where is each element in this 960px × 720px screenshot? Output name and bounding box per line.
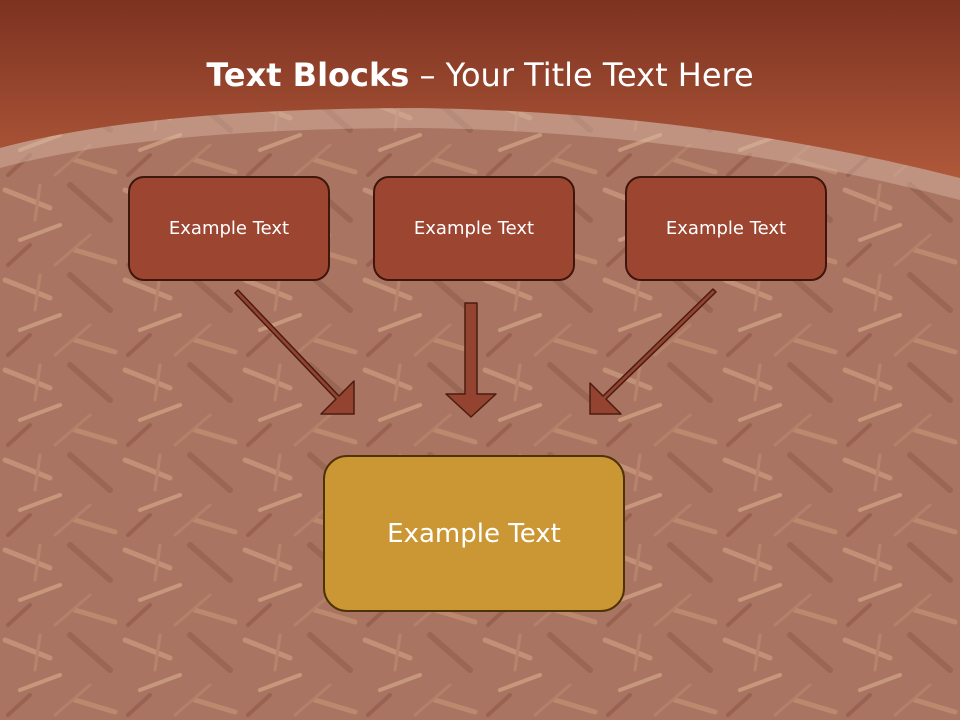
text-block-3[interactable]: Example Text (625, 176, 827, 281)
title-separator: – (409, 56, 446, 94)
text-block-1[interactable]: Example Text (128, 176, 330, 281)
title-bold: Text Blocks (206, 56, 410, 94)
arrow-right (589, 288, 717, 415)
text-block-1-label: Example Text (168, 218, 290, 239)
target-block-label: Example Text (387, 518, 561, 549)
slide-title: Text Blocks – Your Title Text Here (0, 55, 960, 95)
title-rest: Your Title Text Here (445, 56, 754, 94)
arrow-left (234, 289, 355, 415)
text-block-3-label: Example Text (665, 218, 787, 239)
text-block-2[interactable]: Example Text (373, 176, 575, 281)
target-block[interactable]: Example Text (323, 455, 625, 612)
text-block-2-label: Example Text (413, 218, 535, 239)
arrow-center (445, 302, 497, 418)
